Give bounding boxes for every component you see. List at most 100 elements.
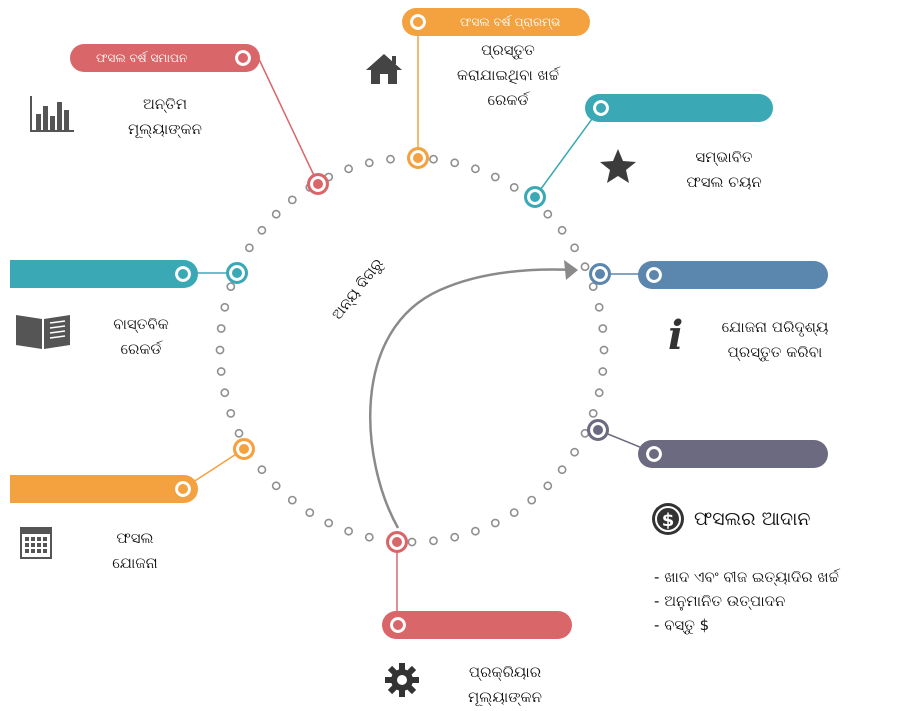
cycle-dot xyxy=(364,158,374,168)
cycle-dot xyxy=(216,324,226,333)
label-line: ମୂଲ୍ୟାଙ୍କନ xyxy=(128,120,202,138)
cycle-dot xyxy=(220,388,230,398)
cycle-dot xyxy=(234,428,244,438)
ring-crop-plan-node xyxy=(233,438,255,460)
tag-season-start: ଫସଲ ବର୍ଷ ପ୍ରାରମ୍ଭ xyxy=(460,15,561,29)
label-plan-overview: ଯୋଜନା ପରିଦୃଶ୍ୟ ପ୍ରସ୍ତୁତ କରିବା xyxy=(690,315,860,365)
cycle-dot xyxy=(215,345,225,355)
bar-crop-selection xyxy=(585,94,773,122)
cycle-dot xyxy=(226,282,236,291)
cycle-dot xyxy=(216,367,226,376)
label-line: କରାଯାଇଥିବା ଖର୍ଚ୍ଚ xyxy=(456,66,560,84)
ring-procedure-eval-node xyxy=(386,531,408,553)
label-season-end: ଅନ୍ତିମ ମୂଲ୍ୟାଙ୍କନ xyxy=(100,92,230,142)
cycle-dot xyxy=(570,447,579,457)
cycle-dot xyxy=(470,526,480,536)
cycle-dot xyxy=(450,158,460,168)
cycle-dot xyxy=(344,526,353,536)
ring-actual-record-node xyxy=(226,262,248,284)
label-procedure-eval: ପ୍ରକ୍ରିୟାର ମୂଲ୍ୟାଙ୍କନ xyxy=(440,660,570,710)
cycle-dot xyxy=(429,536,438,546)
bar-season-start xyxy=(402,8,590,36)
cycle-dot xyxy=(244,243,254,253)
ring-crop-income-node xyxy=(587,419,609,441)
cycle-dot xyxy=(509,182,519,192)
cycle-dot xyxy=(490,172,500,182)
cycle-dot xyxy=(220,302,230,312)
dotted-circle xyxy=(215,153,609,547)
book-icon xyxy=(16,315,70,349)
ring-season-end-bar xyxy=(232,47,254,69)
cycle-dot xyxy=(364,532,374,542)
ring-season-end-node xyxy=(307,173,329,195)
ring-actual-record-bar xyxy=(172,263,194,285)
ring-crop-selection-bar xyxy=(590,97,612,119)
connector-season-end xyxy=(257,56,319,185)
ring-crop-plan-bar xyxy=(172,478,194,500)
cycle-dot xyxy=(429,154,438,164)
bar-chart-icon xyxy=(30,96,74,132)
home-icon xyxy=(366,54,402,84)
cycle-arrow xyxy=(368,268,576,529)
cycle-dot xyxy=(324,518,334,528)
ring-plan-overview-bar xyxy=(643,264,665,286)
cycle-dot xyxy=(271,481,281,491)
bar-crop-plan xyxy=(10,475,198,503)
cycle-dot xyxy=(598,324,608,333)
label-season-start: ପ୍ରସ୍ତୁତ କରାଯାଇଥିବା ଖର୍ଚ୍ଚ ରେକର୍ଡ xyxy=(418,38,598,113)
cycle-dot xyxy=(305,508,315,517)
label-crop-plan: ଫସଲ ଯୋଜନା xyxy=(80,526,190,576)
list-item: ବସ୍ତୁ $ xyxy=(654,613,839,637)
cycle-dot xyxy=(287,495,297,505)
label-line: ଯୋଜନା ପରିଦୃଶ୍ୟ xyxy=(721,318,829,336)
cycle-dot xyxy=(257,465,267,475)
ring-season-start-node xyxy=(407,147,429,169)
cycle-dot xyxy=(588,408,598,418)
ring-crop-selection-node xyxy=(524,186,546,208)
cycle-dot xyxy=(287,195,297,205)
cycle-dot xyxy=(509,508,519,517)
cycle-dot xyxy=(594,388,604,398)
cycle-dot xyxy=(226,408,236,418)
label-line: ରେକର୍ଡ xyxy=(120,340,162,358)
calendar-icon xyxy=(20,527,52,559)
cycle-dot xyxy=(598,367,608,376)
label-line: ବାସ୍ତବିକ xyxy=(113,315,169,333)
label-line: ଫସଲ ଚୟନ xyxy=(686,173,762,191)
cycle-dot xyxy=(271,209,281,219)
cycle-dot xyxy=(543,481,553,491)
cycle-dot xyxy=(599,345,609,355)
crop-income-bullets: ଖାଦ ଏବଂ ବୀଜ ଇତ୍ୟାଦିର ଖର୍ଚ୍ଚ ଅନୁମାନିତ ଉତ୍… xyxy=(654,565,839,637)
star-icon xyxy=(600,149,636,183)
label-line: ସମ୍ଭାବିତ xyxy=(695,148,753,166)
cycle-dot xyxy=(470,164,480,174)
label-line: ମୂଲ୍ୟାଙ୍କନ xyxy=(468,688,542,706)
cycle-dot xyxy=(594,302,604,312)
cycle-dot xyxy=(386,154,395,164)
label-actual-record: ବାସ୍ତବିକ ରେକର୍ଡ xyxy=(86,312,196,362)
ring-crop-income-bar xyxy=(643,443,665,465)
bar-season-end xyxy=(70,44,260,72)
bar-plan-overview xyxy=(638,261,828,289)
bar-crop-income xyxy=(638,440,828,468)
label-line: ରେକର୍ଡ xyxy=(487,91,529,109)
label-line: ପ୍ରକ୍ରିୟାର xyxy=(468,663,542,681)
ring-plan-overview-node xyxy=(589,263,611,285)
ring-season-start-bar xyxy=(407,11,429,33)
dollar-icon: $ xyxy=(652,503,684,535)
connector-crop-selection xyxy=(534,107,601,198)
info-icon: i xyxy=(668,312,684,359)
label-line: ଯୋଜନା xyxy=(112,554,158,572)
gear-icon xyxy=(385,663,419,697)
cycle-dot xyxy=(570,243,579,253)
cycle-dot xyxy=(557,225,567,235)
cycle-dot xyxy=(344,164,353,174)
cycle-dot xyxy=(580,262,590,272)
cycle-dot xyxy=(527,495,537,505)
cycle-dot xyxy=(490,518,500,528)
list-item: ଖାଦ ଏବଂ ବୀଜ ଇତ୍ୟାଦିର ଖର୍ଚ୍ଚ xyxy=(654,565,839,589)
list-item: ଅନୁମାନିତ ଉତ୍ପାଦନ xyxy=(654,589,839,613)
ring-procedure-eval-bar xyxy=(387,614,409,636)
